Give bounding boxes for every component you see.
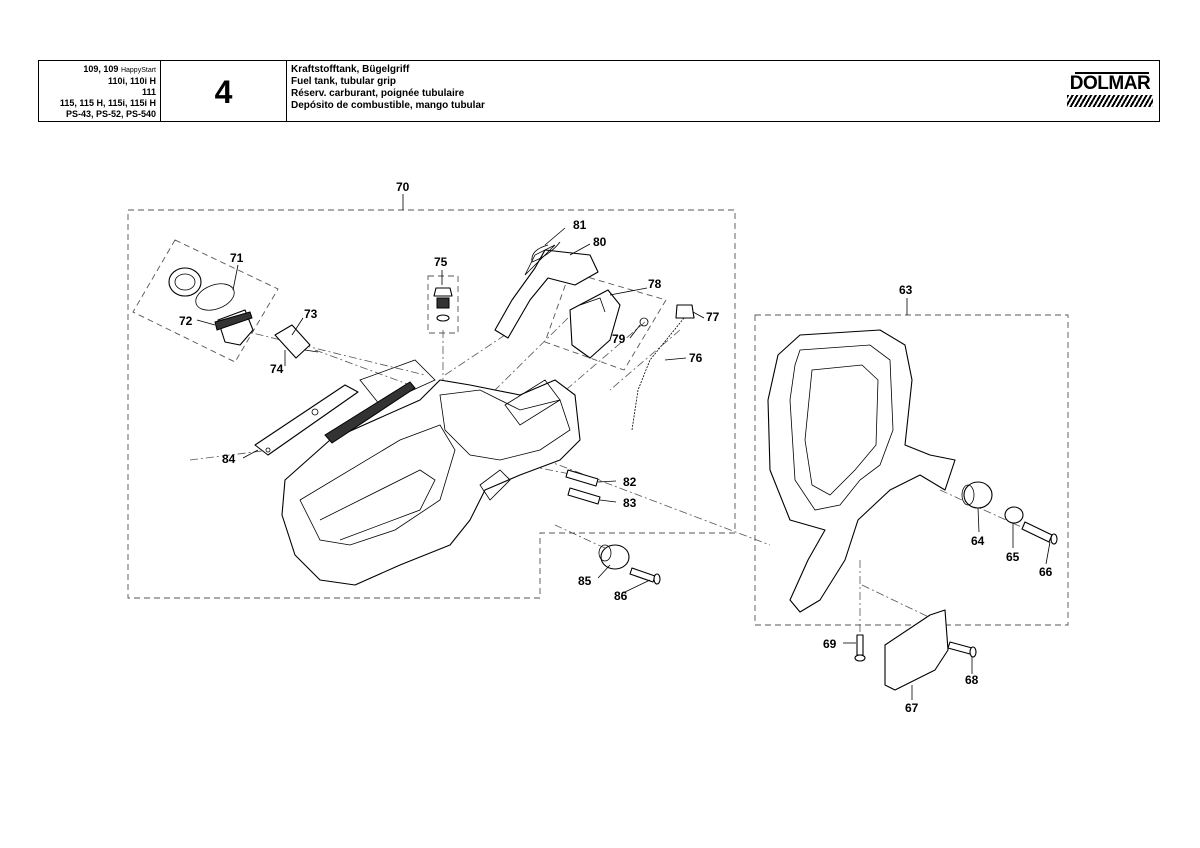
brand-logo: DOLMAR — [1061, 61, 1159, 121]
assembly-line — [439, 419, 771, 546]
group-78-boundary — [544, 271, 667, 371]
callout-78: 78 — [648, 277, 662, 291]
leader-lines — [196, 227, 1051, 700]
fuel-hose — [631, 304, 695, 431]
brand-stripes — [1067, 95, 1153, 107]
assembly-line — [559, 321, 646, 396]
callout-77: 77 — [706, 310, 720, 324]
title-de: Kraftstofftank, Bügelgriff — [291, 64, 410, 75]
title-en: Fuel tank, tubular grip — [291, 76, 397, 87]
callout-71: 71 — [230, 251, 244, 265]
cover-67 — [854, 609, 977, 691]
callout-72: 72 — [179, 314, 193, 328]
callout-80: 80 — [593, 235, 607, 249]
callout-73: 73 — [304, 307, 318, 321]
damper-64 — [961, 481, 1058, 545]
callout-66: 66 — [1039, 565, 1053, 579]
callout-86: 86 — [614, 589, 628, 603]
lockout-lever — [569, 289, 649, 359]
page-number: 4 — [161, 61, 287, 121]
assembly-line — [239, 329, 426, 376]
fuel-filter — [274, 324, 319, 359]
pins — [565, 469, 601, 505]
callout-65: 65 — [1006, 550, 1020, 564]
callout-76: 76 — [689, 351, 703, 365]
group-71-boundary — [132, 239, 279, 363]
model-line: PS-43, PS-52, PS-540 — [65, 109, 156, 119]
callout-83: 83 — [623, 496, 637, 510]
assembly-line — [861, 584, 936, 621]
model-line: 110i, 110i H — [107, 76, 156, 86]
model-list: 109, 109 HappyStart 110i, 110i H 111 115… — [39, 61, 161, 121]
callout-82: 82 — [623, 475, 637, 489]
callout-81: 81 — [573, 218, 587, 232]
callout-69: 69 — [823, 637, 837, 651]
title-es: Depósito de combustible, mango tubular — [291, 100, 485, 111]
model-line: 115, 115 H, 115i, 115i H — [59, 98, 156, 108]
group-75-boundary — [427, 275, 459, 334]
page-titles: Kraftstofftank, Bügelgriff Fuel tank, tu… — [287, 61, 1060, 121]
tubular-grip — [767, 329, 956, 613]
callout-63: 63 — [899, 283, 913, 297]
callout-85: 85 — [578, 574, 592, 588]
fuel-tank-housing — [281, 359, 581, 586]
model-line: 111 — [141, 87, 156, 97]
title-block: 109, 109 HappyStart 110i, 110i H 111 115… — [38, 60, 1160, 122]
group-70-boundary — [127, 209, 736, 599]
assembly-line — [444, 334, 506, 376]
throttle-trigger — [494, 241, 599, 339]
callout-79: 79 — [612, 332, 626, 346]
assembly-line — [314, 349, 411, 386]
fuel-cap — [168, 267, 254, 346]
callout-68: 68 — [965, 673, 979, 687]
group-63-boundary — [754, 314, 1069, 626]
brand-rule — [1075, 72, 1149, 74]
title-fr: Réserv. carburant, poignée tubulaire — [291, 88, 465, 99]
brand-name: DOLMAR — [1069, 73, 1151, 94]
bracket-plate — [254, 384, 359, 456]
callout-75: 75 — [434, 255, 448, 269]
callout-84: 84 — [222, 452, 236, 466]
assembly-line — [189, 449, 271, 461]
tank-vent — [433, 287, 453, 322]
model-line: 109, 109 HappyStart — [83, 64, 156, 74]
assembly-line — [489, 317, 569, 396]
callout-64: 64 — [971, 534, 985, 548]
callout-74: 74 — [270, 362, 284, 376]
callout-67: 67 — [905, 701, 919, 715]
assembly-line — [609, 329, 681, 391]
damper-85 — [598, 544, 661, 585]
callout-70: 70 — [396, 180, 410, 194]
